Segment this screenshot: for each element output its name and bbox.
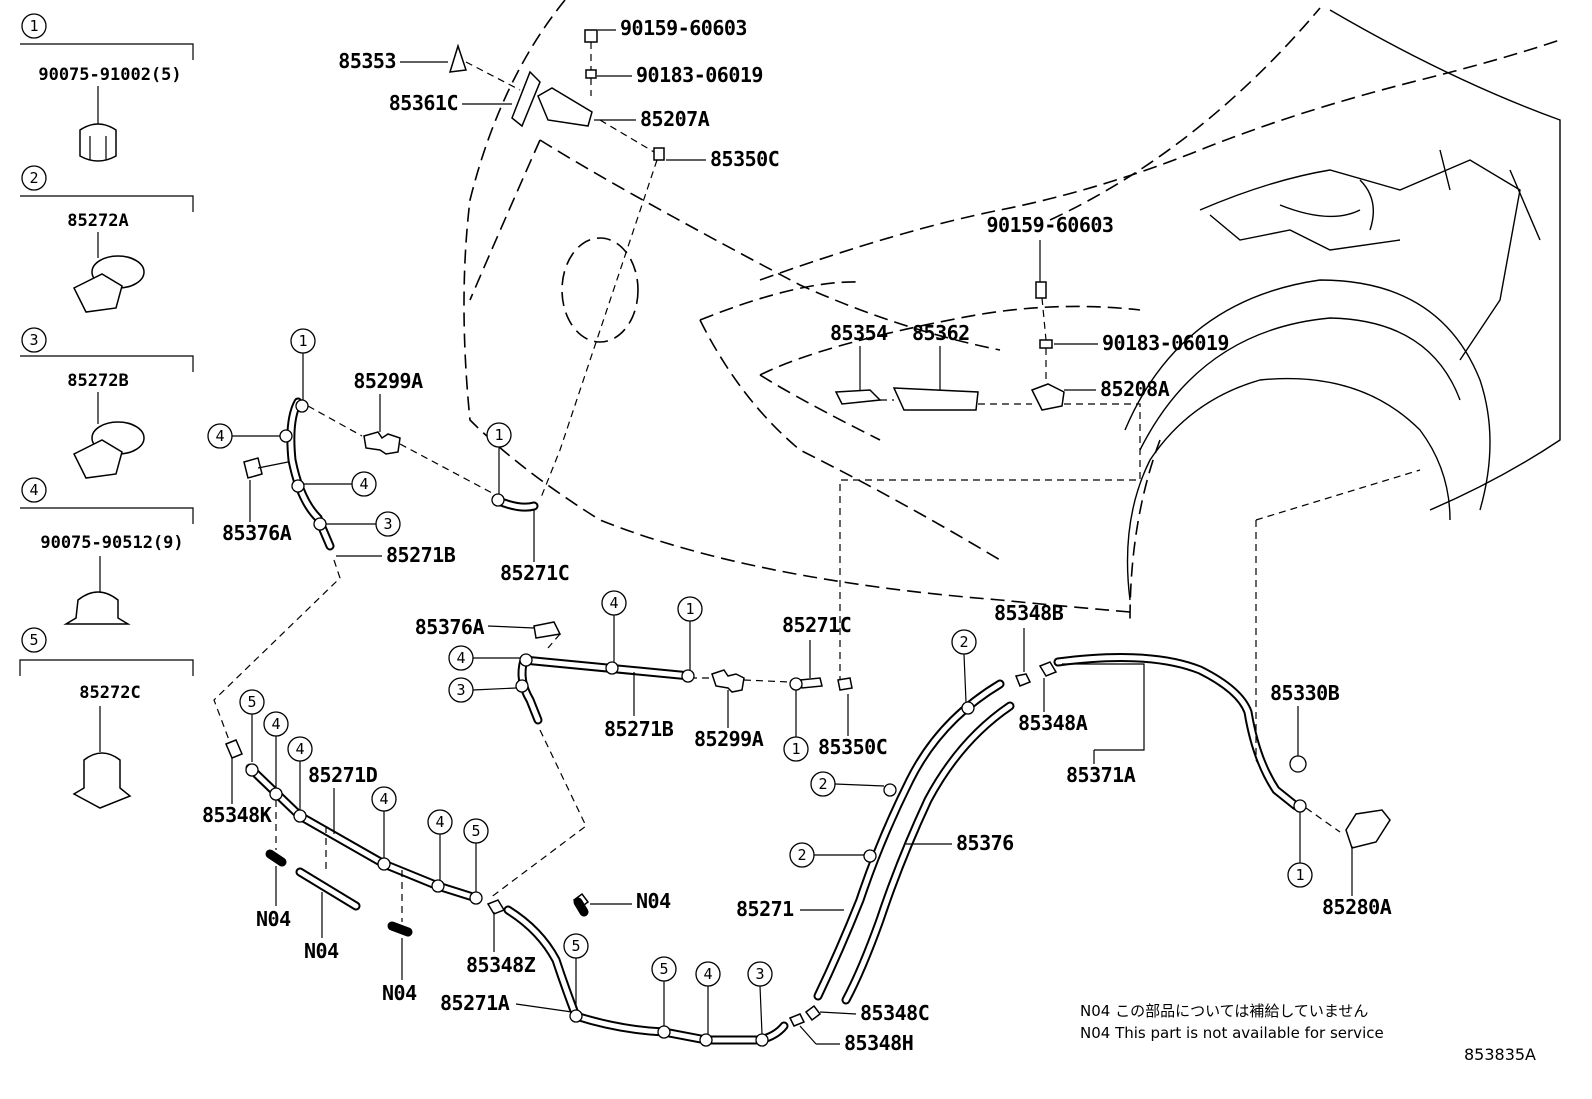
callout-4-d3: 4 — [379, 790, 388, 808]
hose-clamp-c-icon — [72, 752, 132, 809]
legend-part-5: 85272C — [79, 683, 140, 703]
hose-clip-icon — [79, 123, 117, 162]
callout-4-mid: 4 — [609, 594, 618, 612]
legend-item-2: 2 85272A — [20, 165, 194, 313]
label-85299A-left: 85299A — [353, 369, 423, 393]
label-90183-06019-top: 90183-06019 — [636, 63, 763, 87]
check-valve-icon — [711, 669, 745, 693]
legend-num-1: 1 — [29, 17, 38, 35]
label-90159-60603-top: 90159-60603 — [620, 16, 747, 40]
diagram-code: 853835A — [1464, 1045, 1536, 1064]
washer-pump-icon — [1345, 809, 1391, 849]
check-valve-icon — [363, 431, 401, 455]
label-85350C-mid: 85350C — [818, 735, 887, 759]
label-N04-d: N04 — [636, 889, 671, 913]
label-85376A-mid: 85376A — [415, 615, 485, 639]
label-85330B: 85330B — [1270, 681, 1340, 705]
label-90159-60603-right: 90159-60603 — [987, 213, 1114, 237]
legend-item-5: 5 85272C — [19, 627, 194, 809]
callout-4-d2: 4 — [295, 740, 304, 758]
label-85348H: 85348H — [844, 1031, 913, 1055]
callout-2-b: 2 — [818, 775, 827, 793]
label-N04-a: N04 — [256, 907, 291, 931]
label-85271B-mid: 85271B — [604, 717, 674, 741]
pump-hose-group — [1038, 469, 1421, 849]
note-english: N04 This part is not available for servi… — [1080, 1024, 1384, 1042]
callout-3-left: 3 — [383, 515, 392, 533]
legend-num-4: 4 — [29, 481, 38, 499]
label-85354: 85354 — [830, 321, 888, 345]
label-N04-c: N04 — [382, 981, 417, 1005]
label-85348K: 85348K — [202, 803, 272, 827]
label-N04-b: N04 — [304, 939, 339, 963]
label-85376A-left: 85376A — [222, 521, 292, 545]
label-85348C: 85348C — [860, 1001, 929, 1025]
label-85271D: 85271D — [308, 763, 378, 787]
callout-4-left-b: 4 — [359, 475, 368, 493]
legend-part-1: 90075-91002(5) — [38, 65, 181, 85]
right-nozzle-assembly — [834, 281, 1141, 690]
legend-num-2: 2 — [29, 169, 38, 187]
label-85371A: 85371A — [1066, 763, 1136, 787]
label-85350C-top: 85350C — [710, 147, 779, 171]
callout-2-a: 2 — [959, 633, 968, 651]
front-hose-85271A — [503, 892, 789, 1047]
label-90183-06019-right: 90183-06019 — [1102, 331, 1229, 355]
label-85271A: 85271A — [440, 991, 510, 1015]
callout-1-left: 1 — [298, 332, 307, 350]
cap-icon — [448, 43, 468, 73]
legend-num-3: 3 — [29, 331, 38, 349]
label-85271B-left: 85271B — [386, 543, 456, 567]
spring-clip-icon — [63, 591, 131, 625]
label-85299A-mid: 85299A — [694, 727, 764, 751]
callout-3-mid-left: 3 — [456, 681, 465, 699]
fender-wheel-arch — [1124, 9, 1561, 601]
label-85271C-mid: 85271C — [782, 613, 851, 637]
label-85348B: 85348B — [994, 601, 1064, 625]
callout-5-a2: 5 — [659, 960, 668, 978]
label-85376: 85376 — [956, 831, 1014, 855]
callout-1-mid: 1 — [685, 600, 694, 618]
car-body-outline — [463, 0, 1561, 621]
label-85362: 85362 — [912, 321, 970, 345]
callout-3-a: 3 — [755, 965, 764, 983]
label-85280A: 85280A — [1322, 895, 1392, 919]
label-85348Z: 85348Z — [466, 953, 536, 977]
label-85207A: 85207A — [640, 107, 710, 131]
label-85208A: 85208A — [1100, 377, 1170, 401]
note-japanese: N04 この部品については補給していません — [1080, 1002, 1368, 1020]
twin-hoses — [788, 673, 1032, 1027]
callout-1-mid-right: 1 — [791, 740, 800, 758]
label-85361C: 85361C — [389, 91, 458, 115]
label-85348A: 85348A — [1018, 711, 1088, 735]
callout-1-right: 1 — [1295, 866, 1304, 884]
callout-4-d4: 4 — [435, 813, 444, 831]
callout-5-d2: 5 — [471, 822, 480, 840]
callout-1-center: 1 — [494, 426, 503, 444]
callout-4-a: 4 — [703, 965, 712, 983]
legend-part-2: 85272A — [67, 211, 128, 231]
legend-part-4: 90075-90512(9) — [40, 533, 183, 553]
label-85353: 85353 — [338, 49, 396, 73]
legend-item-4: 4 90075-90512(9) — [20, 477, 194, 625]
legend-num-5: 5 — [29, 631, 38, 649]
legend-item-1: 1 90075-91002(5) — [20, 13, 194, 162]
legend: 1 90075-91002(5) 2 85272A 3 85272B — [19, 13, 194, 809]
label-85271C-left: 85271C — [500, 561, 569, 585]
callout-5-d1: 5 — [247, 693, 256, 711]
top-nozzle-assembly — [448, 29, 665, 501]
washer-cover-icon — [892, 387, 979, 411]
callout-2-c: 2 — [797, 846, 806, 864]
callout-4-mid-left: 4 — [456, 649, 465, 667]
callout-4-d1: 4 — [271, 715, 280, 733]
legend-part-3: 85272B — [67, 371, 128, 391]
callout-5-a1: 5 — [571, 937, 580, 955]
legend-item-3: 3 85272B — [20, 327, 194, 479]
middle-hose-group — [487, 621, 853, 899]
callout-4-left-a: 4 — [215, 427, 224, 445]
label-85271: 85271 — [736, 897, 794, 921]
